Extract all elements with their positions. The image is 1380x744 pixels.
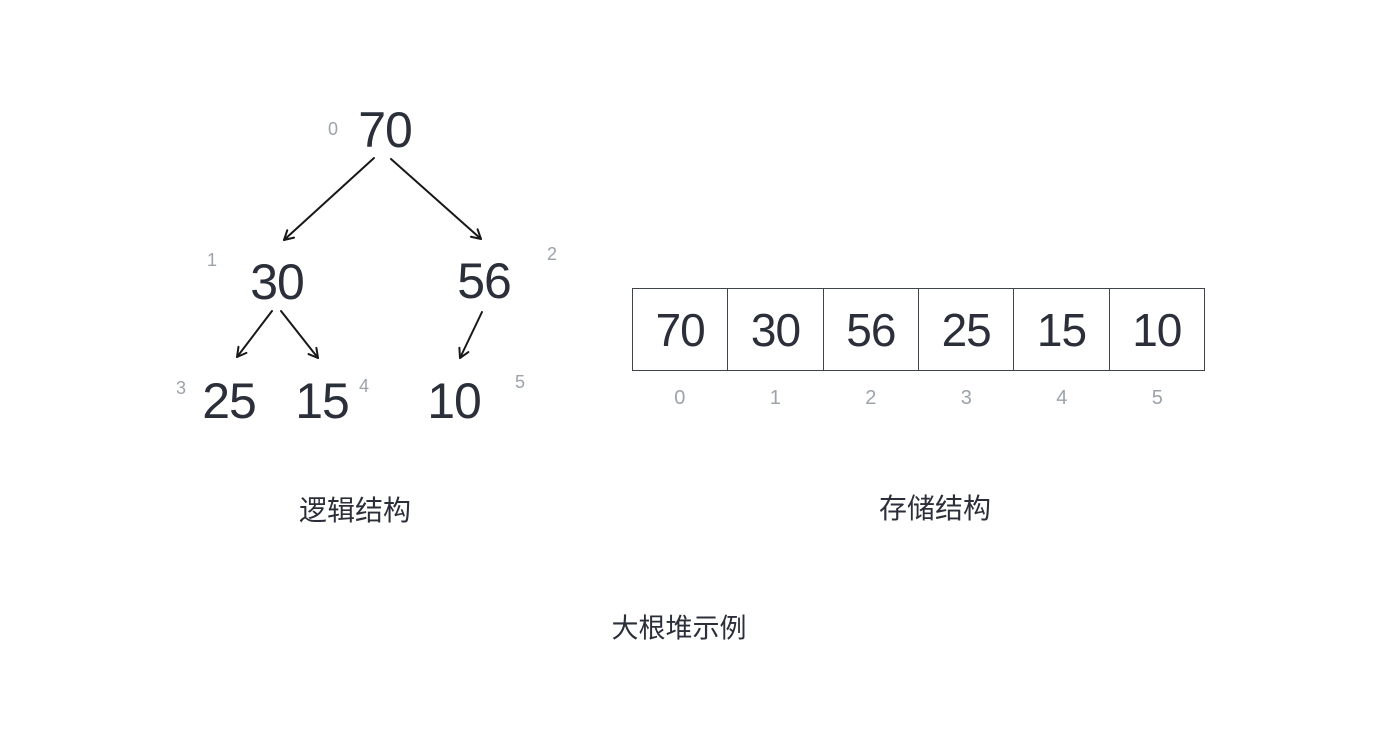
array-cell-1: 30: [728, 289, 824, 370]
edge-30-25: [236, 310, 273, 358]
storage-caption: 存储结构: [878, 493, 992, 524]
tree-node-56: 56: [457, 253, 512, 309]
tree-index-4: 4: [358, 376, 370, 396]
tree-node-10: 10: [427, 373, 482, 429]
array-index-1: 1: [769, 387, 781, 409]
tree-node-70: 70: [358, 102, 413, 158]
array-cell-3: 25: [919, 289, 1015, 370]
array-index-0: 0: [674, 387, 686, 409]
edge-70-30: [283, 157, 375, 241]
tree-caption: 逻辑结构: [298, 495, 412, 526]
tree-index-5: 5: [514, 372, 526, 392]
array-index-2: 2: [865, 387, 877, 409]
tree-node-25: 25: [202, 373, 257, 429]
tree-index-2: 2: [546, 244, 558, 264]
array-cell-5: 10: [1132, 303, 1182, 356]
tree-index-3: 3: [175, 378, 187, 398]
tree-node-30: 30: [250, 254, 305, 310]
edge-56-10: [458, 311, 483, 359]
edge-30-15: [280, 310, 319, 359]
array-index-4: 4: [1056, 387, 1068, 409]
array-cell-0: 70: [633, 289, 729, 370]
storage-array-indices: 0 1 2 3 4 5: [632, 388, 1205, 408]
edge-70-56: [390, 158, 482, 240]
array-cell-2: 56: [824, 289, 919, 370]
tree-index-0: 0: [327, 119, 339, 139]
tree-index-1: 1: [206, 250, 218, 270]
array-index-5: 5: [1151, 387, 1163, 409]
diagram-title: 大根堆示例: [611, 613, 747, 644]
storage-array: 70 30 56 25 15 10: [632, 288, 1205, 371]
array-cell-4: 15: [1014, 289, 1110, 370]
array-index-3: 3: [960, 387, 972, 409]
tree-node-15: 15: [295, 373, 350, 429]
